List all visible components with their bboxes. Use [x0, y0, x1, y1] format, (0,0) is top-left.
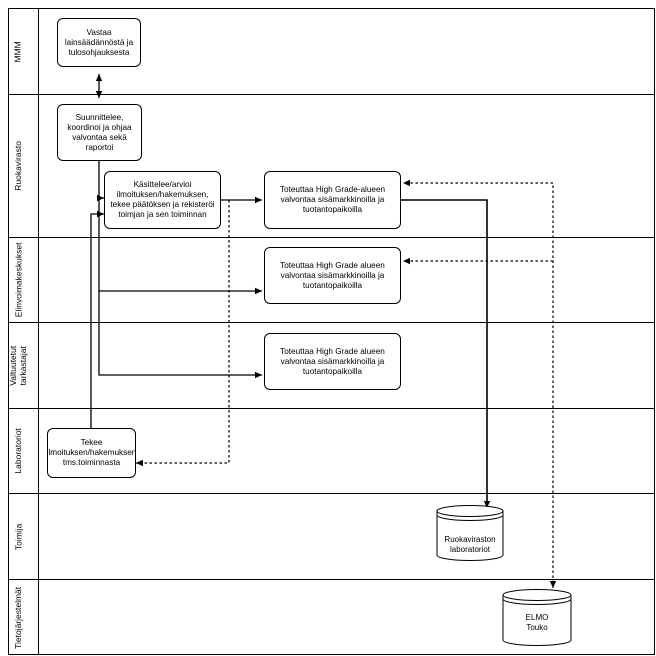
- box-ruokavirasto-plan: Suunnittelee, koordinoi ja ohjaa valvont…: [57, 104, 142, 161]
- box-ruokavirasto-handle: Käsittelee/arvioi ilmoituksen/hakemuksen…: [104, 171, 221, 229]
- lane-label-toimija: Toimija: [13, 523, 24, 550]
- box-mmm-legislation: Vastaa lainsäädännöstä ja tulosohjaukses…: [57, 18, 141, 67]
- database-label-labs: Ruokaviraston laboratoriot: [444, 535, 496, 554]
- pool-frame: [8, 8, 655, 655]
- connector-handle-to-lab-dashed: [136, 200, 230, 467]
- database-label-systems: ELMO Touko: [525, 613, 549, 632]
- connector-lab-to-handle: [90, 210, 104, 428]
- lane-label-valtuutetut-tarkastajat: Valtuutetut tarkastajat: [8, 345, 29, 386]
- lane-label-tietojarjestelmat: Tietojärjestelmät: [13, 586, 24, 649]
- lane-label-ruokavirasto: Ruokavirasto: [13, 141, 24, 191]
- box-elinvoima-exec: Toteuttaa High Grade alueen valvontaa si…: [264, 247, 401, 304]
- lane-label-laboratoriot: Laboratoriot: [13, 428, 24, 474]
- connector-elmo-to-ruokavirasto-dashed: [403, 179, 557, 588]
- box-lab-notice: Tekee ilmoituksen/hakemuksen tms.toiminn…: [47, 428, 136, 478]
- box-valtuutetut-exec: Toteuttaa High Grade alueen valvontaa si…: [264, 333, 401, 390]
- lane-label-mmm: MMM: [13, 40, 24, 63]
- box-ruokavirasto-exec: Toteuttaa High Grade-alueen valvontaa si…: [264, 171, 401, 229]
- connector-plan-to-valtuutetut: [98, 291, 262, 379]
- database-ruokaviraston-laboratoriot: [436, 505, 504, 561]
- connector-exec-to-labs: [400, 199, 491, 508]
- lane-label-elinvoimakeskukset: Elinvoimakeskukset: [13, 242, 24, 318]
- database-elmo-touko: [502, 589, 572, 646]
